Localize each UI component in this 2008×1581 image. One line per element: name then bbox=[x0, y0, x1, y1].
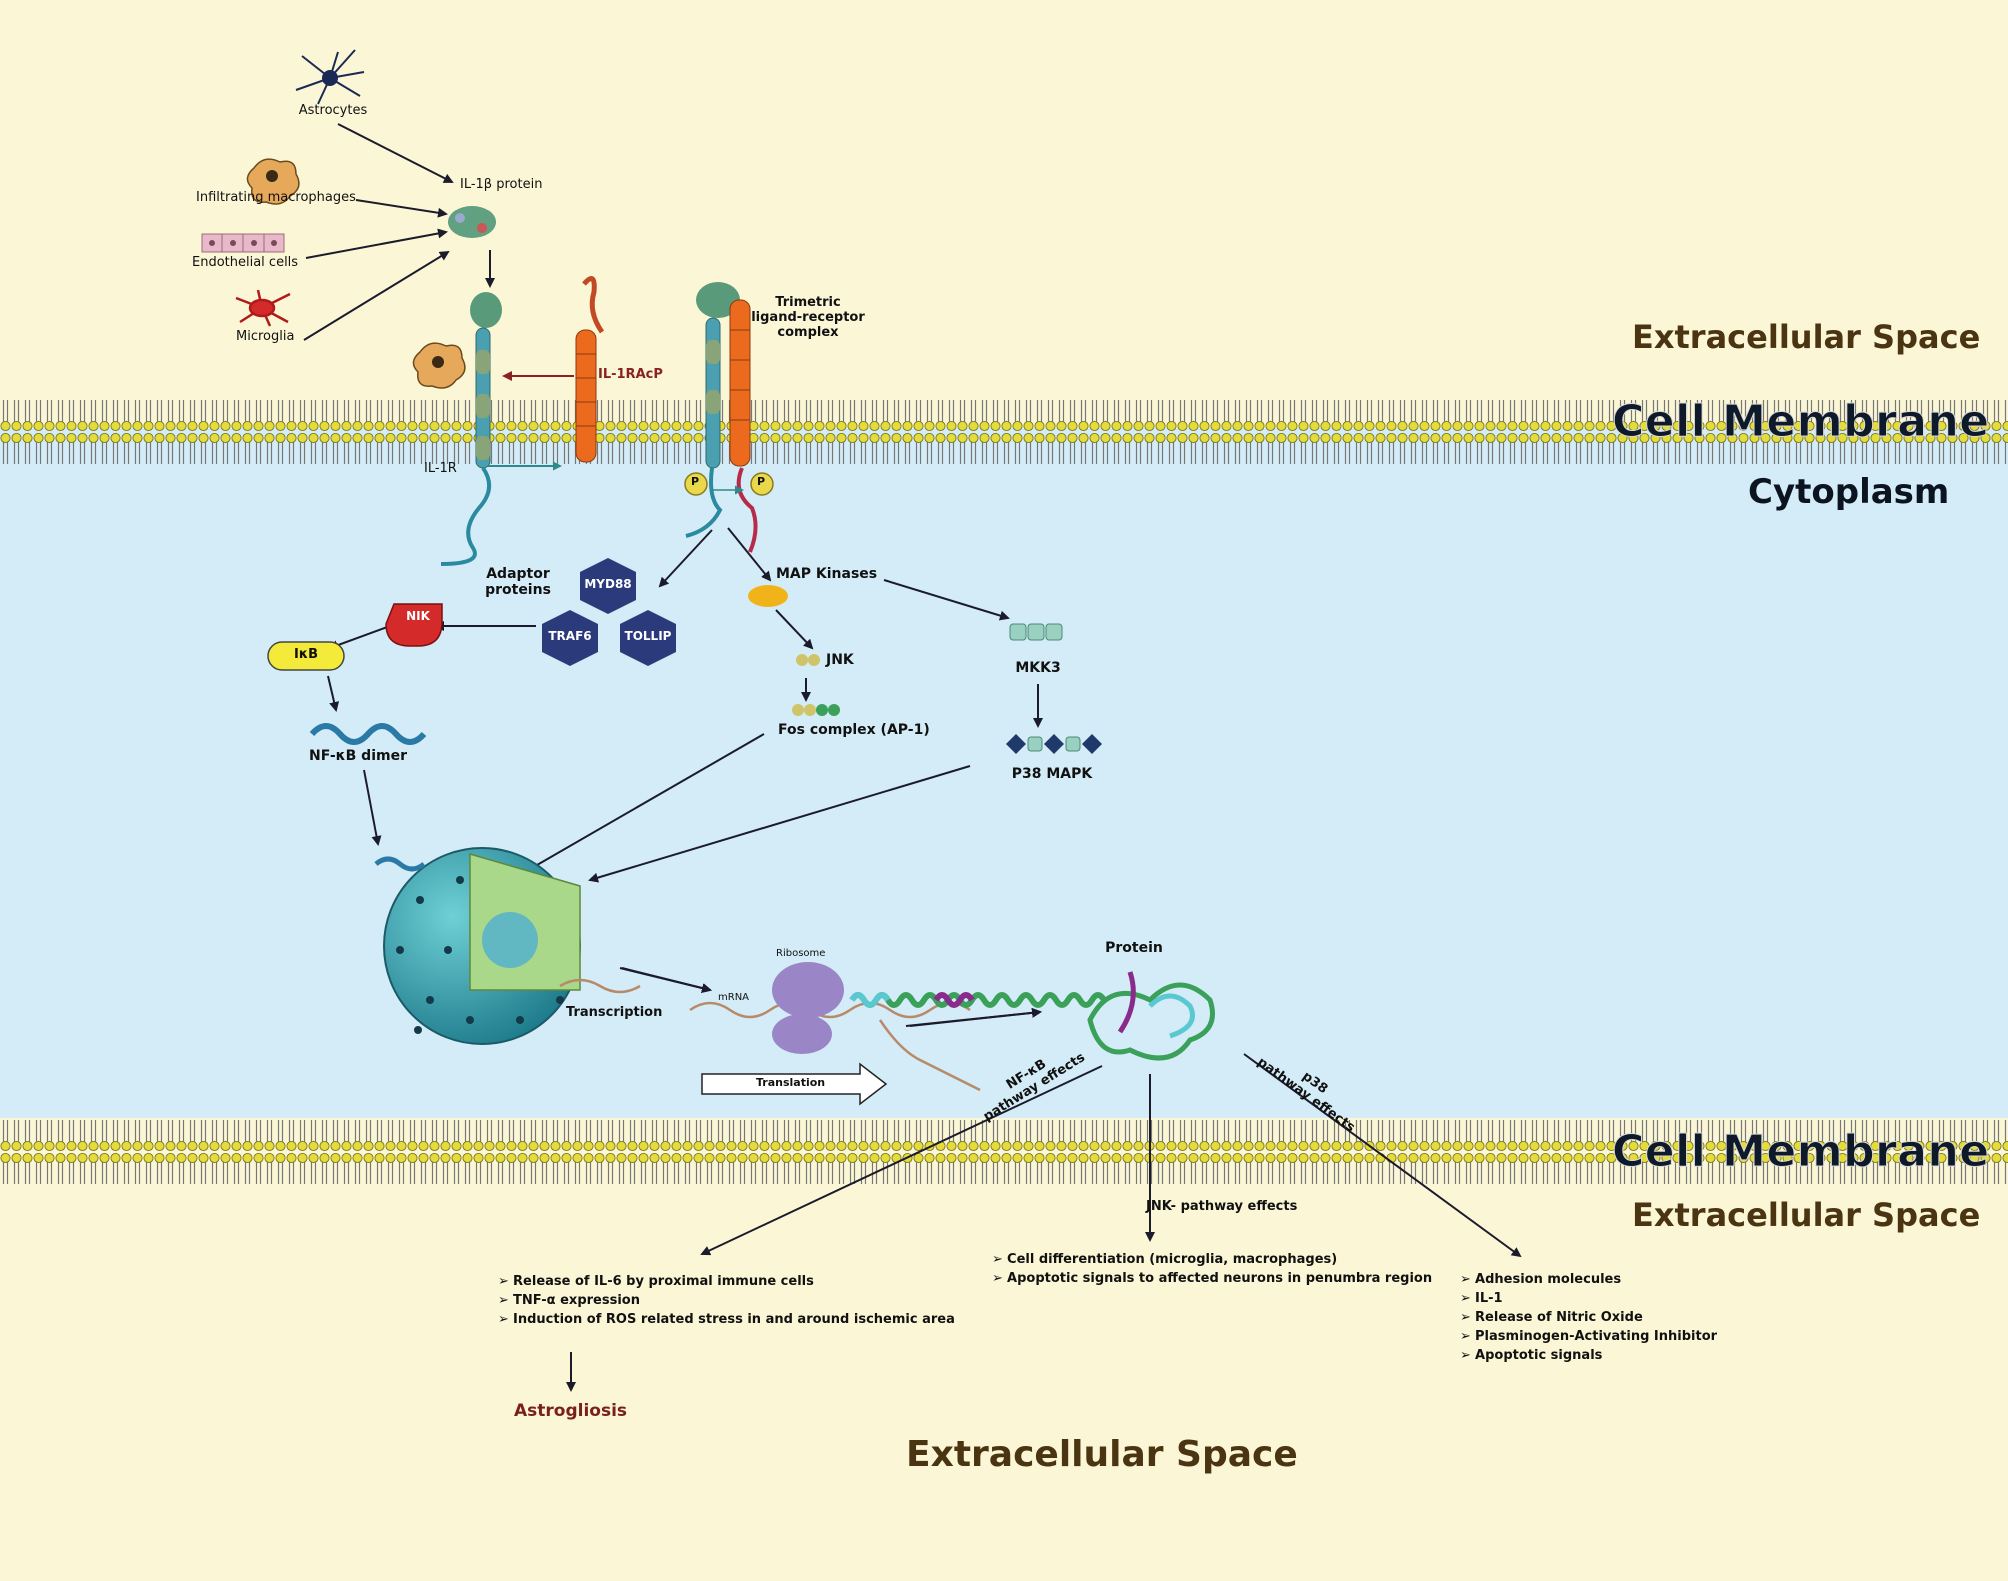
region-cytoplasm: Cytoplasm bbox=[1748, 472, 1950, 512]
p38-effect-item: IL-1 bbox=[1460, 1289, 1717, 1308]
translation-label: Translation bbox=[756, 1076, 826, 1089]
region-extracellular-bottom: Extracellular Space bbox=[906, 1434, 1298, 1475]
region-cell-membrane-top: Cell Membrane bbox=[1612, 396, 1990, 448]
endothelial-label: Endothelial cells bbox=[192, 255, 299, 270]
jnk-effects-label: JNK- pathway effects bbox=[1146, 1199, 1298, 1214]
nfkb-effect-item: TNF-α expression bbox=[498, 1291, 955, 1310]
adaptor-label: Adaptor proteins bbox=[485, 566, 551, 598]
astrogliosis-label: Astrogliosis bbox=[514, 1401, 628, 1421]
nfkb-effect-item: Induction of ROS related stress in and a… bbox=[498, 1310, 955, 1329]
p38-effect-item: Plasminogen-Activating Inhibitor bbox=[1460, 1327, 1717, 1346]
ikb-label: IκB bbox=[294, 647, 318, 662]
ribosome-label: Ribosome bbox=[776, 948, 826, 959]
jnk-effects-list: Cell differentiation (microglia, macroph… bbox=[992, 1250, 1432, 1288]
tollip-hexagon bbox=[620, 610, 676, 666]
p38mapk-label: P38 MAPK bbox=[1011, 766, 1093, 782]
map-kinases-label: MAP Kinases bbox=[776, 566, 878, 582]
source-arrows bbox=[303, 123, 495, 341]
jnk-effect-item: Apoptotic signals to affected neurons in… bbox=[992, 1269, 1432, 1288]
il1r-receptor bbox=[440, 292, 502, 566]
trimeric-label: Trimetric ligand-receptor complex bbox=[751, 295, 865, 341]
ribosome-icon bbox=[772, 962, 844, 1054]
adaptor-label-line2: proteins bbox=[485, 582, 551, 599]
traf6-hexagon bbox=[542, 610, 598, 666]
nik-label: NIK bbox=[406, 609, 430, 623]
protein-structure-icon bbox=[1087, 971, 1215, 1061]
p38-effects-list: Adhesion molecules IL-1 Release of Nitri… bbox=[1460, 1270, 1717, 1365]
cytoplasm-region bbox=[0, 428, 2008, 1118]
mkk3-icon bbox=[1009, 623, 1063, 641]
il1racp-receptor bbox=[575, 276, 605, 463]
effect-arrows bbox=[566, 1053, 1522, 1392]
polypeptide-chain-icon bbox=[849, 992, 1107, 1008]
trimeric-label-line1: Trimetric bbox=[775, 295, 841, 310]
il1racp-label: IL-1RAcP bbox=[598, 367, 663, 382]
p38-effect-item: Apoptotic signals bbox=[1460, 1346, 1717, 1365]
macrophages-label: Infiltrating macrophages bbox=[196, 190, 356, 205]
astrocytes-label: Astrocytes bbox=[298, 103, 368, 118]
il1b-protein-icon bbox=[448, 206, 496, 238]
trimeric-label-line3: complex bbox=[777, 324, 839, 340]
il1b-protein-label: IL-1β protein bbox=[460, 177, 543, 192]
cell-membrane-top bbox=[0, 392, 2008, 464]
mrna-strand-icon bbox=[559, 978, 981, 1092]
astrocyte-icon bbox=[295, 49, 365, 105]
p38-mapk-icon bbox=[1006, 734, 1102, 754]
translation-arrow bbox=[701, 1062, 888, 1106]
myd88-hexagon bbox=[580, 558, 636, 614]
mkk3-label: MKK3 bbox=[1015, 660, 1061, 676]
region-cell-membrane-bottom: Cell Membrane bbox=[1612, 1126, 1990, 1178]
traf6-label: TRAF6 bbox=[548, 629, 592, 643]
jnk-effect-item: Cell differentiation (microglia, macroph… bbox=[992, 1250, 1432, 1269]
map-kinase-icon bbox=[748, 585, 788, 607]
macrophage-icon-2 bbox=[412, 342, 466, 389]
p38-effect-item: Release of Nitric Oxide bbox=[1460, 1308, 1717, 1327]
microglia-label: Microglia bbox=[236, 329, 295, 344]
protein-label: Protein bbox=[1105, 940, 1163, 956]
myd88-label: MYD88 bbox=[584, 577, 632, 591]
nucleus-icon bbox=[374, 847, 581, 1045]
nfkb-effect-item: Release of IL-6 by proximal immune cells bbox=[498, 1272, 955, 1291]
trimeric-complex bbox=[684, 282, 774, 553]
region-extracellular-top: Extracellular Space bbox=[1632, 318, 1981, 356]
jnk-icon bbox=[796, 654, 820, 666]
fos-complex-icon bbox=[792, 704, 840, 716]
mrna-label: mRNA bbox=[718, 992, 750, 1003]
fos-label: Fos complex (AP-1) bbox=[778, 722, 930, 738]
adaptor-label-line1: Adaptor bbox=[486, 566, 550, 582]
nfkb-dimer-label: NF-κB dimer bbox=[309, 748, 407, 764]
trimeric-label-line2: ligand-receptor bbox=[751, 309, 865, 325]
nik-shape bbox=[385, 603, 443, 647]
tollip-label: TOLLIP bbox=[624, 629, 672, 643]
endothelial-cells-icon bbox=[201, 233, 285, 253]
jnk-label: JNK bbox=[826, 652, 854, 668]
ikb-shape bbox=[267, 641, 345, 671]
transcription-label: Transcription bbox=[566, 1005, 663, 1020]
phospho-left-label: P bbox=[691, 475, 700, 488]
phospho-right-label: P bbox=[757, 475, 766, 488]
microglia-icon bbox=[235, 289, 291, 327]
nfkb-dimer-icon bbox=[309, 723, 427, 745]
macrophage-icon bbox=[246, 158, 300, 205]
cell-membrane-bottom bbox=[0, 1116, 2008, 1188]
nfkb-effects-list: Release of IL-6 by proximal immune cells… bbox=[498, 1272, 955, 1329]
il1r-label: IL-1R bbox=[424, 461, 457, 476]
region-extracellular-mid: Extracellular Space bbox=[1632, 1196, 1981, 1234]
p38-effect-item: Adhesion molecules bbox=[1460, 1270, 1717, 1289]
